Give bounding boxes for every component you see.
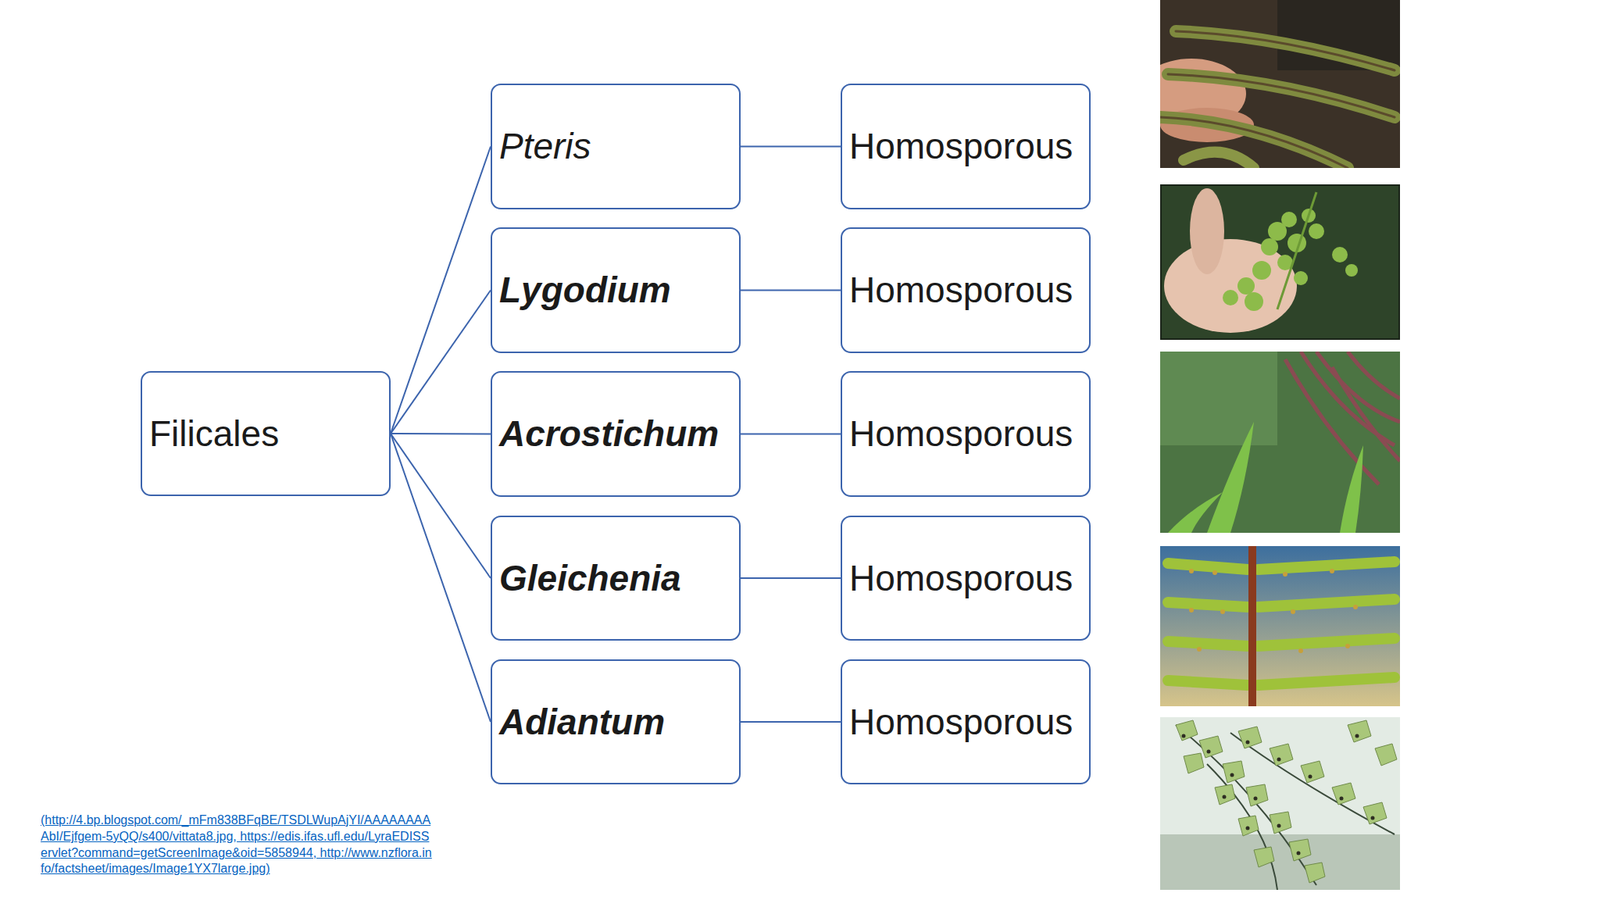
node-label: Acrostichum: [499, 413, 719, 455]
connector-line: [390, 146, 491, 435]
node-label: Homosporous: [849, 557, 1073, 600]
genus-box: Acrostichum: [490, 371, 741, 497]
connector-line: [740, 289, 841, 292]
genus-box: Pteris: [490, 83, 741, 210]
node-label: Homosporous: [849, 125, 1073, 168]
spore-box: Homosporous: [840, 515, 1091, 641]
connector-line: [740, 721, 841, 723]
fern-photo: [1160, 184, 1400, 340]
fern-photo: [1136, 0, 1400, 168]
fern-photo: [1160, 717, 1400, 890]
connector-line: [390, 433, 491, 579]
node-label: Lygodium: [499, 269, 672, 311]
fern-photo: [1160, 351, 1400, 533]
fern-photo: [1160, 546, 1400, 707]
genus-box: Adiantum: [490, 659, 741, 785]
order-box: Filicales: [140, 371, 391, 497]
spore-box: Homosporous: [840, 371, 1091, 497]
node-label: Filicales: [149, 413, 279, 455]
spore-box: Homosporous: [840, 227, 1091, 354]
node-label: Pteris: [499, 125, 592, 168]
connector-line: [390, 290, 491, 435]
node-label: Adiantum: [499, 701, 665, 743]
genus-box: Gleichenia: [490, 515, 741, 641]
spore-box: Homosporous: [840, 659, 1091, 785]
connector-line: [740, 433, 841, 436]
node-label: Homosporous: [849, 269, 1073, 311]
connector-line: [740, 577, 841, 579]
source-links: (http://4.bp.blogspot.com/_mFm838BFqBE/T…: [40, 812, 436, 878]
connector-line: [390, 432, 491, 436]
genus-box: Lygodium: [490, 227, 741, 354]
node-label: Homosporous: [849, 701, 1073, 743]
node-label: Gleichenia: [499, 557, 682, 600]
connector-line: [740, 146, 841, 148]
node-label: Homosporous: [849, 413, 1073, 455]
spore-box: Homosporous: [840, 83, 1091, 210]
connector-line: [390, 433, 491, 722]
